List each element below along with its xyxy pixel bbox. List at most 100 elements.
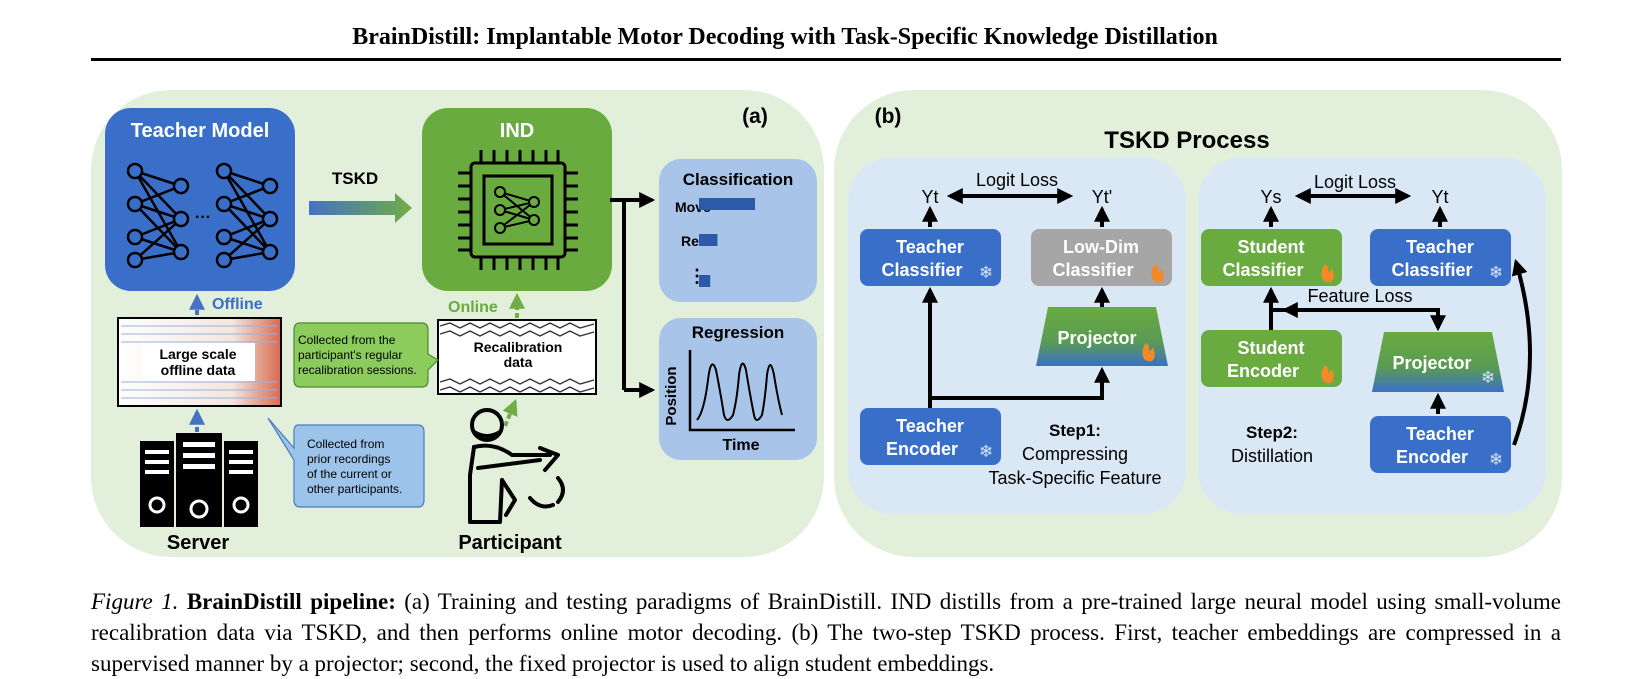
step2-student-classifier-line2: Classifier [1222,260,1303,280]
output-branch-icon [610,192,656,398]
step2-teacher-classifier-line2: Classifier [1391,260,1472,280]
step2-ys: Ys [1260,187,1281,207]
note-recal-line1: Collected from the [298,333,396,347]
flame-icon [1321,264,1334,283]
step2-student-encoder-line2: Encoder [1227,361,1299,381]
note-prior-line3: of the current or [307,467,392,481]
recal-traces [439,322,595,393]
participant-label: Participant [458,532,562,554]
step2-student-classifier-box [1201,229,1342,286]
snowflake-icon: ❄ [1489,263,1503,282]
step1-projector-box [1036,307,1168,366]
step2-logit-loss: Logit Loss [1314,172,1396,192]
step1-desc-line1: Compressing [1022,444,1128,464]
snowflake-icon: ❄ [979,442,993,461]
large-data-label-line1: Large scale [159,346,236,362]
caption-figure-label: Figure 1. [91,589,179,614]
step2-projector-box [1372,332,1504,392]
step2-projector-label: Projector [1392,353,1471,373]
step2-student-classifier-line1: Student [1238,237,1305,257]
step1-lowdim-line1: Low-Dim [1063,237,1139,257]
step1-teacher-encoder-line1: Teacher [896,416,964,436]
chip-icon [458,150,578,270]
regression-xlabel: Time [722,437,759,454]
step1-lowdim-line2: Classifier [1052,260,1133,280]
step1-teacher-encoder-line2: Encoder [886,439,958,459]
step2-teacher-encoder-box [1370,416,1511,473]
note-recal-line2: participant's regular [298,348,402,362]
server-label: Server [167,532,229,554]
tskd-arrow-label: TSKD [332,169,378,188]
teacher-model-label: Teacher Model [131,120,270,142]
online-label: Online [448,299,498,316]
step1-yt-prime: Yt' [1092,187,1112,207]
step1-teacher-classifier-line1: Teacher [896,237,964,257]
flame-icon [1151,264,1164,283]
classification-title: Classification [683,170,794,189]
caption-lead: BrainDistill pipeline: [186,589,396,614]
step2-te-tc-arrow [1511,258,1532,446]
recal-label-bg [456,337,578,375]
classification-bar-rest [699,234,718,246]
regression-ylabel: Position [663,366,680,425]
recal-label-line2: data [504,354,533,370]
header-rule [91,58,1561,61]
step2-teacher-classifier-box [1370,229,1511,286]
snowflake-icon: ❄ [1481,368,1495,387]
recal-label-line1: Recalibration [474,339,563,355]
note-recal [293,322,439,388]
large-data-label-line2: offline data [161,362,236,378]
step2-feature-arrows [1263,286,1446,332]
figure-diagram: (a) Teacher Model [91,90,1562,557]
flame-icon [1321,365,1334,384]
step1-encoder-arrows [922,286,1110,408]
step2-student-encoder-line1: Student [1238,338,1305,358]
panel-b-label: (b) [875,105,902,128]
server-icon [140,433,258,527]
panel-a-label: (a) [742,105,768,128]
panel-b-title: TSKD Process [1104,127,1269,154]
step2-yt: Yt [1431,187,1448,207]
step1-teacher-classifier-line2: Classifier [881,260,962,280]
step1-desc-line2: Task-Specific Feature [988,468,1161,488]
note-prior [267,417,425,508]
step2-teacher-classifier-line1: Teacher [1406,237,1474,257]
tskd-arrow-icon [309,193,412,223]
flame-icon [1142,343,1155,362]
snowflake-icon: ❄ [1489,450,1503,469]
panel-b: (b) TSKD Process Logit Loss Yt Yt' Teach… [834,90,1562,557]
step2-teacher-encoder-line1: Teacher [1406,424,1474,444]
offline-label: Offline [212,296,263,313]
regression-axes [688,350,795,432]
classification-bar-move [699,198,755,210]
step2-teacher-encoder-line2: Encoder [1396,447,1468,467]
large-data-label-bg [142,343,255,381]
step1-lowdim-classifier-box [1031,229,1172,286]
step1-title: Step1: [1049,421,1101,440]
regression-curve [696,362,783,421]
panel-a: (a) Teacher Model [91,90,824,557]
participant-arrow-icon [502,399,518,427]
neural-net-icon [126,162,279,269]
note-prior-line4: other participants. [307,482,402,496]
step2-title: Step2: [1246,423,1298,442]
step1-projector-label: Projector [1057,328,1136,348]
large-data-traces [121,325,278,399]
classification-panel [659,159,817,302]
ind-label: IND [500,120,534,142]
step1-teacher-encoder-box [860,408,1001,465]
regression-title: Regression [692,323,785,342]
note-prior-line1: Collected from [307,437,384,451]
neural-net-ellipsis: ··· [195,209,211,226]
note-prior-line2: prior recordings [307,452,390,466]
step2-desc-line1: Distillation [1231,446,1313,466]
classification-bar-other [699,275,711,287]
snowflake-icon: ❄ [979,263,993,282]
participant-icon [468,408,565,524]
step2-student-encoder-box [1201,330,1342,387]
step1-logit-loss: Logit Loss [976,170,1058,190]
figure-caption: Figure 1. BrainDistill pipeline: (a) Tra… [91,586,1561,679]
step1-yt: Yt [921,187,938,207]
step1-teacher-classifier-box [860,229,1001,286]
page-title: BrainDistill: Implantable Motor Decoding… [352,24,1218,50]
